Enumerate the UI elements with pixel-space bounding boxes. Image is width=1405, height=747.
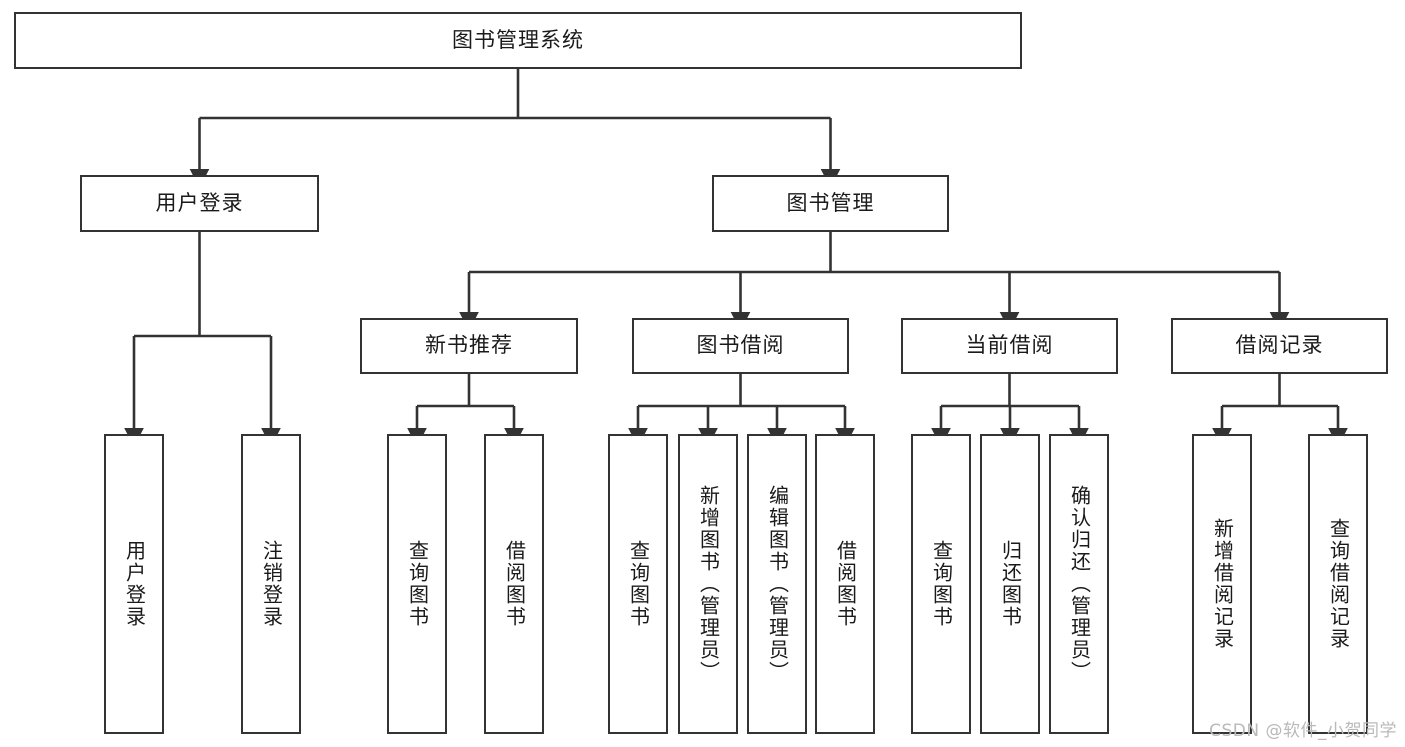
node-book-manage-label: 图书管理 — [786, 190, 875, 215]
leaf-borrow-book-2[interactable]: 借阅图书 — [815, 434, 875, 734]
leaf-query-book-2[interactable]: 查询图书 — [608, 434, 668, 734]
node-root-label: 图书管理系统 — [452, 27, 584, 52]
edge-paths — [124, 69, 1348, 448]
csdn-watermark: CSDN @软件_小贺同学 — [1209, 721, 1397, 741]
leaf-add-borrow-record-label: 新增借阅记录 — [1210, 518, 1235, 650]
node-book-borrow-label: 图书借阅 — [696, 333, 785, 358]
leaf-query-book-3[interactable]: 查询图书 — [911, 434, 971, 734]
node-book-borrow[interactable]: 图书借阅 — [632, 318, 849, 374]
leaf-edit-book[interactable]: 编辑图书（管理员） — [747, 434, 807, 734]
leaf-query-borrow-record-label: 查询借阅记录 — [1326, 518, 1351, 650]
node-borrow-record-label: 借阅记录 — [1235, 333, 1324, 358]
leaf-query-borrow-record[interactable]: 查询借阅记录 — [1308, 434, 1368, 734]
node-current-borrow-label: 当前借阅 — [965, 333, 1054, 358]
leaf-query-book-3-label: 查询图书 — [929, 540, 954, 628]
leaf-add-book[interactable]: 新增图书（管理员） — [678, 434, 738, 734]
leaf-return-book-label: 归还图书 — [998, 540, 1023, 628]
leaf-borrow-book-2-label: 借阅图书 — [833, 540, 858, 628]
leaf-borrow-book-1[interactable]: 借阅图书 — [484, 434, 544, 734]
node-root[interactable]: 图书管理系统 — [14, 12, 1022, 69]
node-borrow-record[interactable]: 借阅记录 — [1171, 318, 1388, 374]
leaf-user-login[interactable]: 用户登录 — [104, 434, 164, 734]
leaf-add-book-label: 新增图书（管理员） — [696, 485, 721, 683]
leaf-confirm-return-label: 确认归还（管理员） — [1067, 485, 1092, 683]
leaf-confirm-return[interactable]: 确认归还（管理员） — [1049, 434, 1109, 734]
node-user-login[interactable]: 用户登录 — [80, 175, 319, 232]
node-current-borrow[interactable]: 当前借阅 — [901, 318, 1118, 374]
node-new-book-recommend[interactable]: 新书推荐 — [360, 318, 578, 374]
node-new-book-recommend-label: 新书推荐 — [425, 333, 513, 358]
leaf-add-borrow-record[interactable]: 新增借阅记录 — [1192, 434, 1252, 734]
leaf-return-book[interactable]: 归还图书 — [980, 434, 1040, 734]
leaf-logout[interactable]: 注销登录 — [241, 434, 301, 734]
leaf-query-book-1[interactable]: 查询图书 — [387, 434, 447, 734]
node-user-login-label: 用户登录 — [155, 190, 244, 215]
leaf-borrow-book-1-label: 借阅图书 — [502, 540, 527, 628]
leaf-logout-label: 注销登录 — [259, 540, 284, 628]
node-book-manage[interactable]: 图书管理 — [712, 175, 949, 232]
leaf-query-book-1-label: 查询图书 — [405, 540, 430, 628]
leaf-query-book-2-label: 查询图书 — [626, 540, 651, 628]
leaf-user-login-label: 用户登录 — [122, 540, 147, 628]
leaf-edit-book-label: 编辑图书（管理员） — [765, 485, 790, 683]
